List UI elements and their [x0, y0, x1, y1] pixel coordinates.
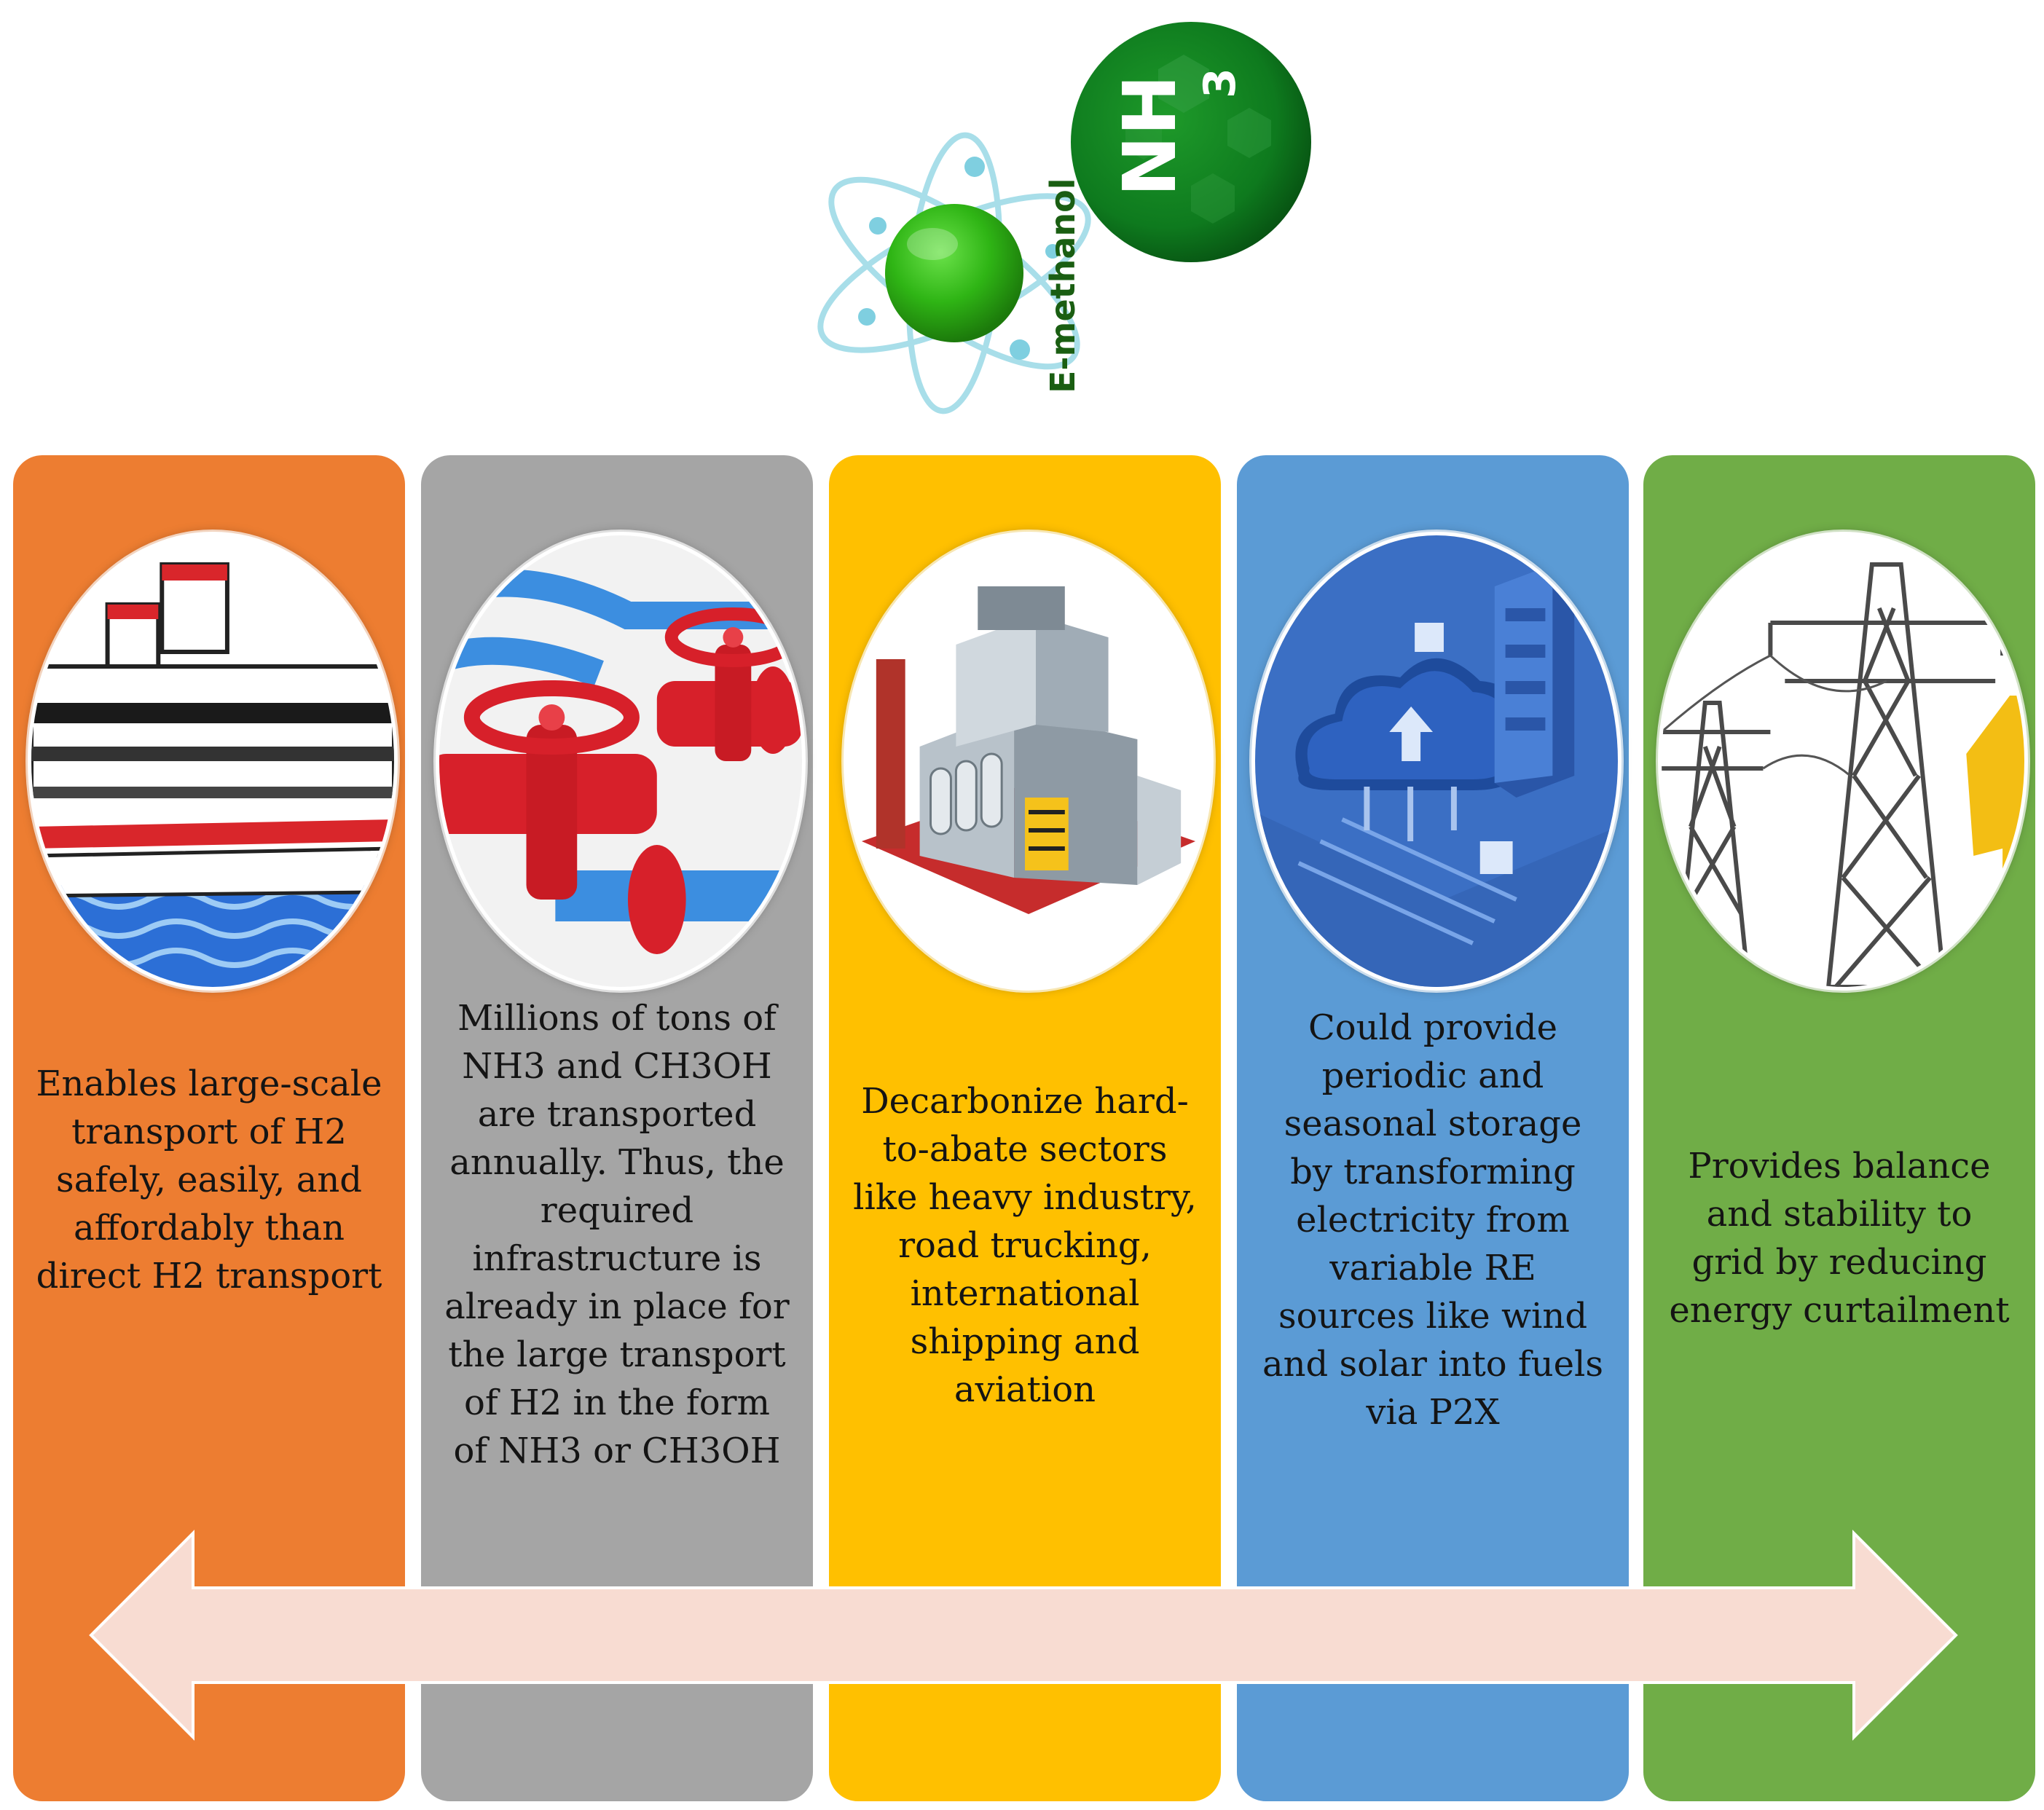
ammonia-formula: NH: [1107, 75, 1192, 197]
panel-storage: Could provide periodic and seasonal stor…: [1237, 455, 1629, 1801]
panel-industry: Decarbonize hard-to-abate sectors like h…: [829, 455, 1221, 1801]
methanol-atom-icon: E-methanol: [817, 132, 1091, 414]
header-molecules: NH 3 E-methanol: [817, 22, 1311, 414]
panel-text: Enables large-scale transport of H2 safe…: [36, 1063, 382, 1296]
panel-grid: Provides balance and stability to grid b…: [1643, 455, 2035, 1801]
panel-text: Decarbonize hard-to-abate sectors like h…: [853, 1081, 1197, 1410]
panel-text: Millions of tons of NH3 and CH3OH are tr…: [444, 998, 790, 1471]
valve-icon: [439, 535, 802, 987]
methanol-label: E-methanol: [1043, 178, 1082, 393]
cloud-storage-icon: [1255, 535, 1618, 987]
ship-image: [28, 532, 398, 991]
power-tower-image: [1658, 532, 2028, 991]
ship-icon: [31, 535, 394, 987]
panel-text: Provides balance and stability to grid b…: [1669, 1146, 2010, 1331]
panel-shipping: Enables large-scale transport of H2 safe…: [13, 455, 405, 1801]
panel-text: Could provide periodic and seasonal stor…: [1262, 1007, 1603, 1433]
cloud-storage-image: [1251, 532, 1622, 991]
power-tower-icon: [1662, 535, 2024, 987]
panel-infrastructure: Millions of tons of NH3 and CH3OH are tr…: [421, 455, 813, 1801]
ammonia-sphere-icon: NH 3: [1071, 22, 1311, 262]
valve-image: [436, 532, 806, 991]
factory-icon: [847, 535, 1210, 987]
ammonia-subscript: 3: [1195, 68, 1246, 98]
factory-image: [844, 532, 1214, 991]
